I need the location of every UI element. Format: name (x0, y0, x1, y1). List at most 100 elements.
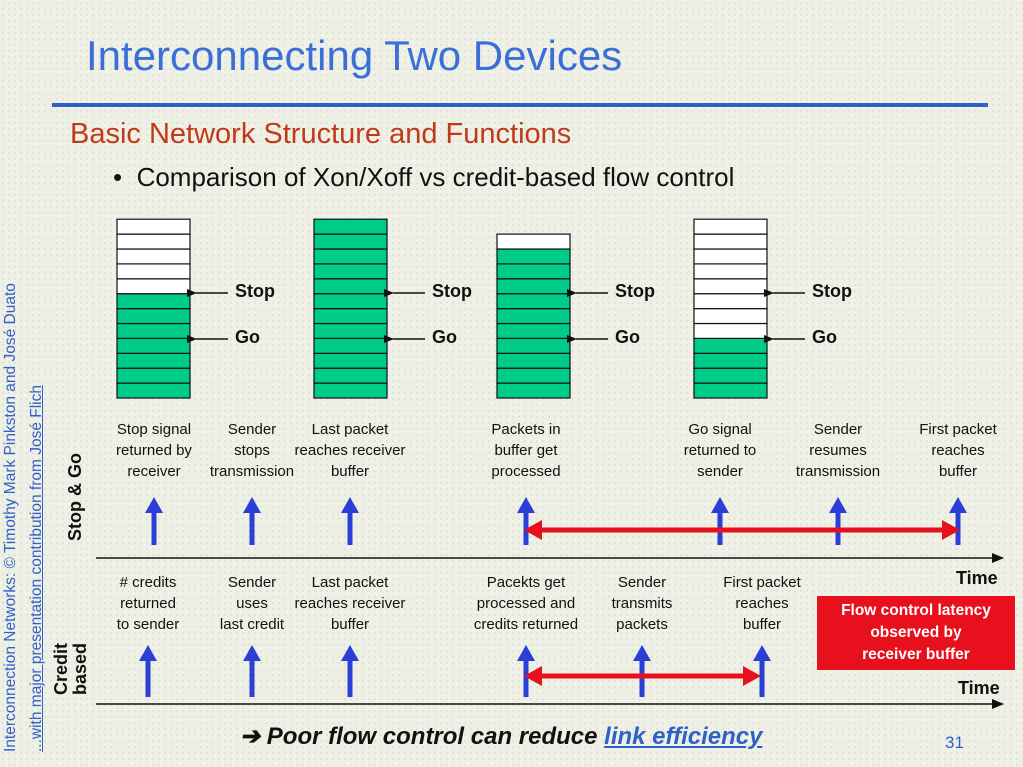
buffer-slot-empty (496, 233, 571, 250)
buffer-slot-empty (693, 293, 768, 310)
buffer-slot-filled (313, 233, 388, 250)
credit-event-6: First packet reaches buffer (723, 574, 801, 633)
credit-event-3: Last packet reaches receiver buffer (294, 574, 406, 633)
buffer-slot-filled (496, 248, 571, 265)
stop-go-event-7: First packet reaches buffer (919, 421, 997, 480)
buffer-slot-filled (116, 322, 191, 339)
buffer-slot-filled (496, 352, 571, 369)
buffer-slot-filled (313, 248, 388, 265)
go-label: Go (235, 327, 260, 347)
buffer-slot-empty (693, 322, 768, 339)
right-arrow-icon: ➔ (240, 723, 261, 750)
stop-label: Stop (432, 281, 472, 301)
stop-go-event-arrow-6 (829, 497, 847, 545)
conclusion-text: Poor flow control can reduce (260, 723, 605, 750)
buffer-slot-empty (116, 233, 191, 250)
latency-note: Flow control latency observed by receive… (817, 596, 1015, 670)
buffer-slot-filled (313, 293, 388, 310)
buffer-1 (116, 218, 228, 399)
stop-label: Stop (615, 281, 655, 301)
buffer-slot-empty (116, 263, 191, 280)
credit-event-arrow-2 (243, 645, 261, 697)
buffer-slot-filled (116, 337, 191, 354)
slide-title: Interconnecting Two Devices (86, 32, 623, 79)
credit-time-label: Time (958, 678, 1000, 698)
stop-go-time-label: Time (956, 568, 998, 588)
section-subtitle: Basic Network Structure and Functions (70, 118, 572, 150)
title-divider (52, 103, 988, 107)
stop-go-event-4: Packets in buffer get processed (491, 421, 561, 480)
buffer-slot-filled (496, 263, 571, 280)
buffer-4 (693, 218, 805, 399)
credit-latency-head-right (743, 666, 761, 686)
buffer-slot-empty (116, 278, 191, 295)
buffer-slot-filled (313, 337, 388, 354)
buffer-slot-empty (693, 263, 768, 280)
go-label: Go (615, 327, 640, 347)
event-arrows (139, 497, 967, 697)
stop-go-event-arrow-4 (517, 497, 535, 545)
go-label: Go (812, 327, 837, 347)
bullet-point: • Comparison of Xon/Xoff vs credit-based… (113, 162, 735, 192)
bullet-text: Comparison of Xon/Xoff vs credit-based f… (136, 162, 735, 192)
credit-event-arrow-5 (633, 645, 651, 697)
stop-go-event-6: Sender resumes transmission (795, 421, 881, 480)
buffer-slot-filled (116, 367, 191, 384)
credit-event-arrow-4 (517, 645, 535, 697)
stop-go-latency-head-left (524, 520, 542, 540)
buffer-slot-filled (313, 218, 388, 235)
stop-go-axis-label: Stop & Go (65, 453, 85, 541)
stop-go-event-2: Sender stops transmission (209, 421, 295, 480)
buffer-slot-filled (313, 308, 388, 325)
buffer-slot-filled (496, 337, 571, 354)
buffer-slot-filled (693, 367, 768, 384)
buffer-slot-empty (116, 218, 191, 235)
buffer-slot-filled (496, 308, 571, 325)
stop-go-event-arrow-5 (711, 497, 729, 545)
link-efficiency-link[interactable]: link efficiency (604, 723, 763, 750)
stop-label: Stop (812, 281, 852, 301)
stop-go-event-arrow-1 (145, 497, 163, 545)
buffer-slot-filled (496, 322, 571, 339)
stop-go-event-1: Stop signal returned by receiver (116, 421, 192, 480)
stop-go-event-arrow-7 (949, 497, 967, 545)
buffer-slot-filled (313, 278, 388, 295)
time-axes (96, 553, 1004, 709)
buffer-slot-filled (313, 263, 388, 280)
buffer-slot-empty (693, 308, 768, 325)
go-label: Go (432, 327, 457, 347)
credit-event-arrow-1 (139, 645, 157, 697)
buffer-slot-empty (693, 278, 768, 295)
buffer-3 (496, 233, 608, 399)
buffer-slot-empty (693, 248, 768, 265)
latency-arrows (524, 520, 960, 686)
credit-event-arrow-3 (341, 645, 359, 697)
buffer-slot-filled (313, 367, 388, 384)
buffer-slot-filled (693, 337, 768, 354)
buffer-slot-filled (496, 382, 571, 399)
buffer-slot-filled (313, 382, 388, 399)
buffer-slot-filled (116, 352, 191, 369)
credit-event-2: Sender uses last credit (219, 574, 285, 633)
latency-note-text: Flow control latency observed by receive… (841, 602, 991, 663)
credit-event-1: # credits returned to sender (116, 574, 180, 633)
stop-label: Stop (235, 281, 275, 301)
credit-event-4: Pacekts get processed and credits return… (473, 574, 579, 633)
receiver-buffers (116, 218, 805, 399)
credit-axis-label: Credit based (51, 642, 90, 696)
stop-go-event-arrow-3 (341, 497, 359, 545)
buffer-slot-filled (116, 293, 191, 310)
buffer-slot-filled (313, 352, 388, 369)
buffer-slot-filled (693, 352, 768, 369)
credit-event-arrow-6 (753, 645, 771, 697)
buffer-2 (313, 218, 425, 399)
buffer-slot-empty (693, 233, 768, 250)
conclusion: ➔ Poor flow control can reduce link effi… (240, 722, 762, 751)
buffer-slot-filled (496, 293, 571, 310)
page-number: 31 (945, 733, 964, 752)
stop-go-event-arrow-2 (243, 497, 261, 545)
credit-latency-head-left (524, 666, 542, 686)
buffer-slot-filled (496, 367, 571, 384)
buffer-slot-filled (116, 382, 191, 399)
